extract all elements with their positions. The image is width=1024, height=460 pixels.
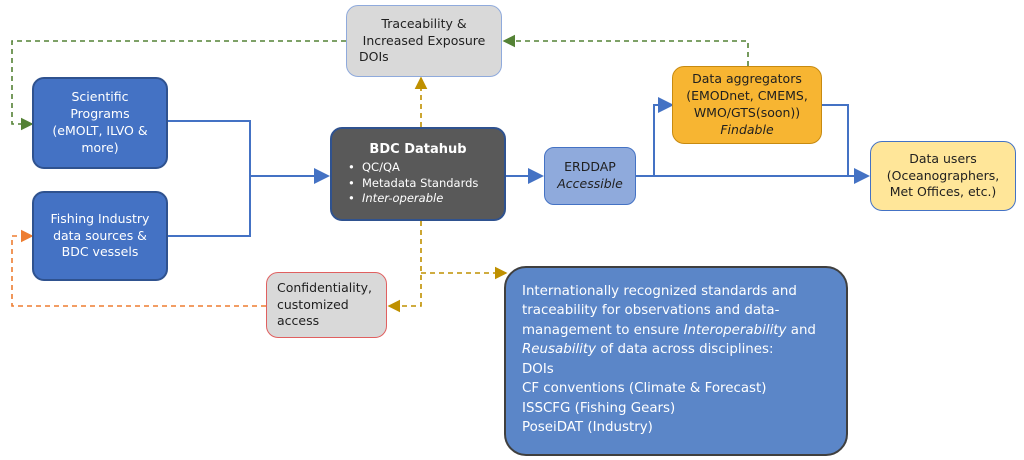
connector-aggregators-to-users xyxy=(822,104,849,176)
aggregators-line3: WMO/GTS(soon)) xyxy=(693,105,801,120)
fishing-line3: BDC vessels xyxy=(61,244,139,260)
data-aggregators-box: Data aggregators (EMODnet, CMEMS, WMO/GT… xyxy=(672,66,822,144)
aggregators-line1: Data aggregators xyxy=(692,71,802,87)
scientific-line4: more) xyxy=(81,139,119,155)
standards-item-dois: DOIs xyxy=(522,361,554,377)
confidentiality-box: Confidentiality, customized access xyxy=(266,272,387,338)
standards-reusability: Reusability xyxy=(522,342,597,358)
fishing-industry-box: Fishing Industry data sources & BDC vess… xyxy=(32,191,168,281)
data-users-box: Data users (Oceanographers, Met Offices,… xyxy=(870,141,1016,211)
datahub-title: BDC Datahub xyxy=(369,142,467,158)
standards-item-poseidat: PoseiDAT (Industry) xyxy=(522,420,653,436)
confidentiality-line3: access xyxy=(277,313,320,329)
confidentiality-line2: customized xyxy=(277,296,349,312)
traceability-line3: DOIs xyxy=(359,49,389,65)
connector-fishing-to-merge xyxy=(168,176,251,237)
confidentiality-line1: Confidentiality, xyxy=(277,279,372,295)
users-line1: Data users xyxy=(909,150,977,166)
traceability-line1: Traceability & xyxy=(381,15,467,31)
connector-datahub-to-confidentiality xyxy=(387,221,422,313)
connector-erddap-to-aggregators xyxy=(653,97,674,176)
standards-callout: Internationally recognized standards and… xyxy=(504,266,848,456)
fishing-line2: data sources & xyxy=(53,227,147,243)
datahub-item-interoperable: Inter-operable xyxy=(346,191,490,207)
scientific-line1: Scientific xyxy=(71,89,129,105)
erddap-line2: Accessible xyxy=(557,176,623,191)
bdc-datahub-box: BDC Datahub QC/QA Metadata Standards Int… xyxy=(330,127,506,221)
datahub-item-qc: QC/QA xyxy=(346,160,490,176)
datahub-item-metadata: Metadata Standards xyxy=(346,176,490,192)
fishing-line1: Fishing Industry xyxy=(50,210,150,226)
connector-confidentiality-to-fishing xyxy=(11,229,266,307)
connector-scientific-to-merge xyxy=(168,120,251,176)
erddap-line1: ERDDAP xyxy=(564,159,616,175)
standards-paragraph: Internationally recognized standards and… xyxy=(522,282,830,360)
users-line3: Met Offices, etc.) xyxy=(889,184,997,200)
users-line2: (Oceanographers, xyxy=(886,167,1000,183)
traceability-box: Traceability & Increased Exposure DOIs xyxy=(346,5,502,77)
scientific-line2: Programs xyxy=(70,106,130,122)
standards-interoperability: Interoperability xyxy=(683,322,787,338)
standards-item-cf: CF conventions (Climate & Forecast) xyxy=(522,381,767,397)
connector-traceability-to-scientific xyxy=(11,40,346,131)
scientific-line3: (eMOLT, ILVO & xyxy=(52,123,148,138)
connector-aggregators-to-traceability xyxy=(502,34,749,66)
aggregators-line4: Findable xyxy=(720,121,774,137)
datahub-list: QC/QA Metadata Standards Inter-operable xyxy=(346,160,490,207)
erddap-box: ERDDAP Accessible xyxy=(544,147,636,205)
standards-item-isscfg: ISSCFG (Fishing Gears) xyxy=(522,400,676,416)
traceability-line2: Increased Exposure xyxy=(362,32,486,48)
standards-intro: Internationally recognized standards and… xyxy=(522,284,797,338)
scientific-programs-box: Scientific Programs (eMOLT, ILVO & more) xyxy=(32,77,168,169)
aggregators-line2: (EMODnet, CMEMS, xyxy=(686,88,808,104)
standards-and: and xyxy=(786,322,816,338)
standards-outro: of data across disciplines: xyxy=(596,342,774,358)
